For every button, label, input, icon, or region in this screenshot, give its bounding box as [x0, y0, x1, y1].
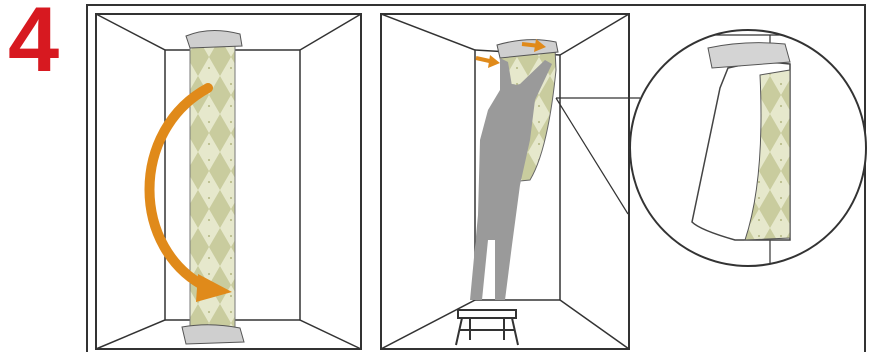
- magnifier-detail-icon: [630, 30, 866, 270]
- panel-2: [381, 14, 629, 349]
- wallpaper-roll-bottom: [182, 325, 244, 344]
- wallpaper-roll-top: [186, 30, 242, 48]
- panel-1: [96, 14, 361, 349]
